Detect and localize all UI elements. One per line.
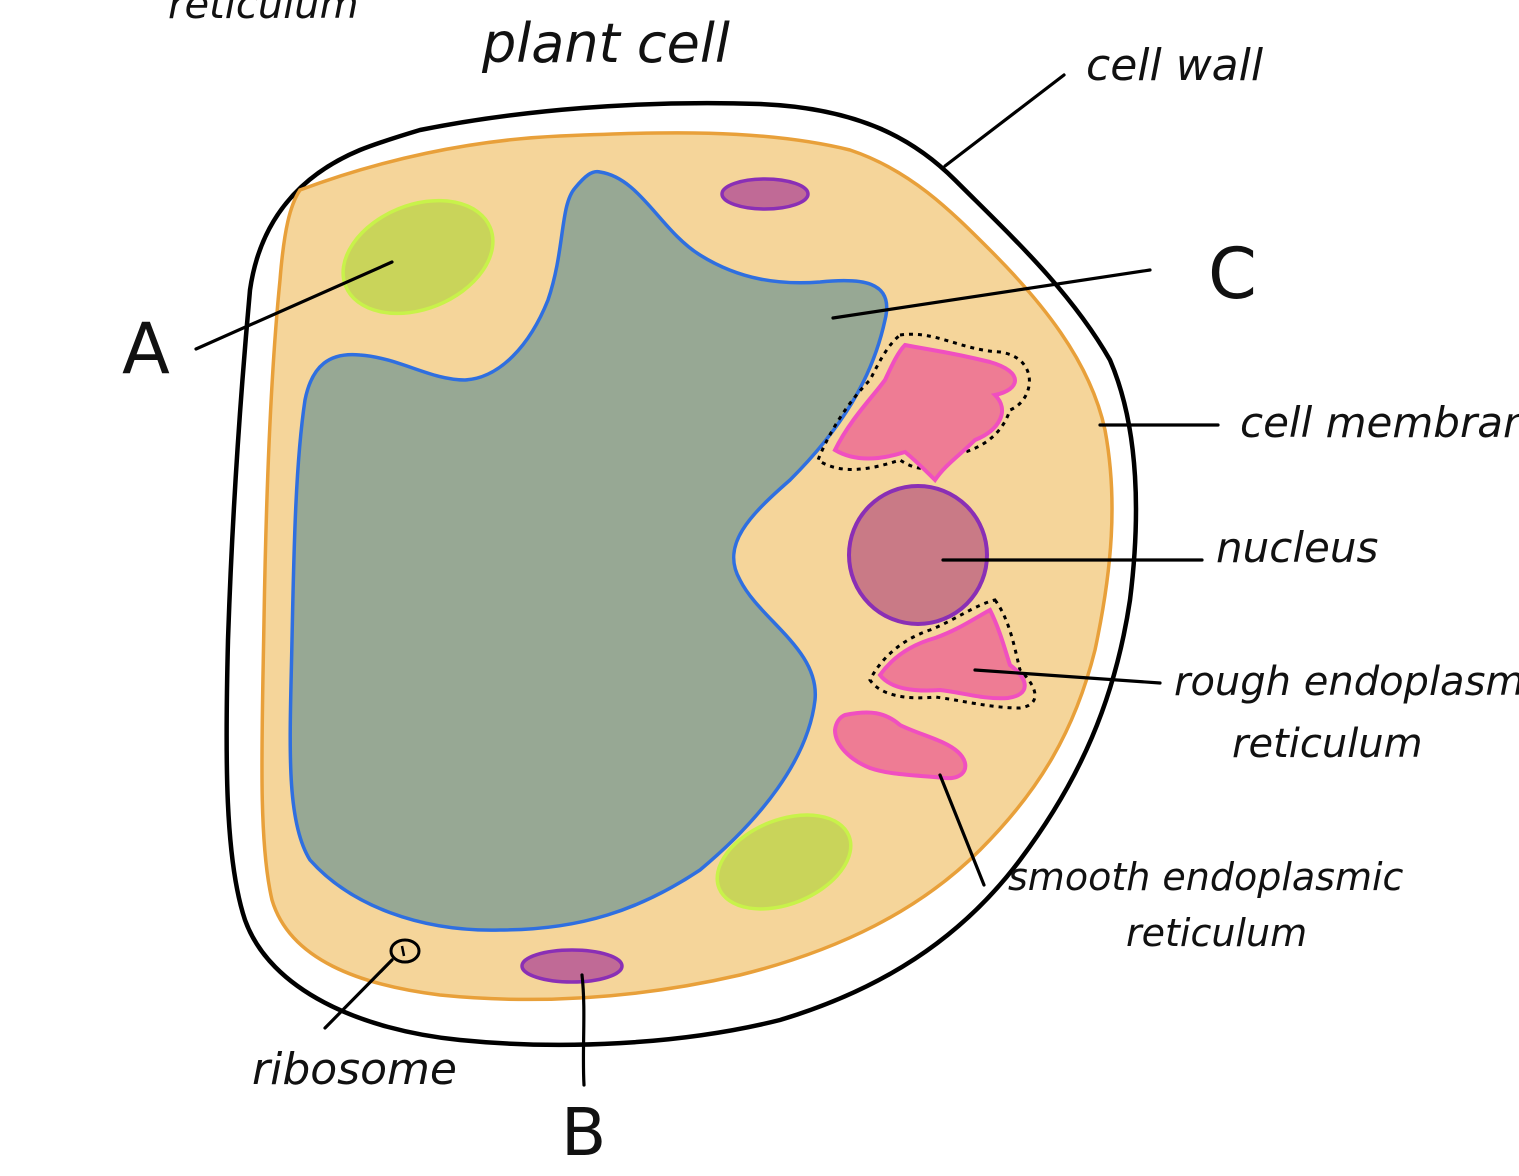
chloroplast-bottom-right (715, 813, 853, 911)
label-cell-wall: cell wall (1086, 40, 1264, 91)
label-nucleus: nucleus (1216, 523, 1378, 572)
rough-er-bottom (877, 607, 1027, 701)
label-a: A (122, 308, 170, 390)
label-ribosome: ribosome (252, 1044, 457, 1095)
leader-b (580, 973, 586, 1087)
chloroplast-top-left (341, 198, 495, 316)
smooth-er (832, 710, 968, 781)
mitochondrion-bottom (520, 948, 624, 984)
diagram-title: plant cell (481, 12, 730, 75)
leader-smooth-er (938, 773, 986, 887)
rough-er-bottom-dotted (868, 598, 1037, 710)
label-smooth-er-line1: smooth endoplasmic (1008, 855, 1404, 899)
leader-c (831, 268, 1152, 320)
rough-er-top (832, 342, 1017, 484)
mitochondrion-top (720, 177, 810, 211)
leader-ribosome (323, 958, 394, 1030)
label-rough-er-line2: reticulum (1232, 721, 1423, 767)
leader-rough-er (973, 668, 1162, 685)
ribosome-inner-mark (400, 945, 406, 957)
leader-a (194, 260, 394, 351)
label-b: B (561, 1094, 606, 1171)
label-rough-er-line1: rough endoplasmic (1174, 659, 1519, 705)
central-vacuole (288, 169, 889, 932)
nucleus (847, 484, 989, 626)
label-c: C (1208, 233, 1257, 315)
ribosome (389, 938, 421, 964)
partial-top-label: reticulum (168, 0, 359, 28)
leader-cell-wall (943, 73, 1066, 168)
label-cell-membrane: cell membrane (1240, 398, 1519, 447)
label-smooth-er-line2: reticulum (1126, 911, 1307, 955)
